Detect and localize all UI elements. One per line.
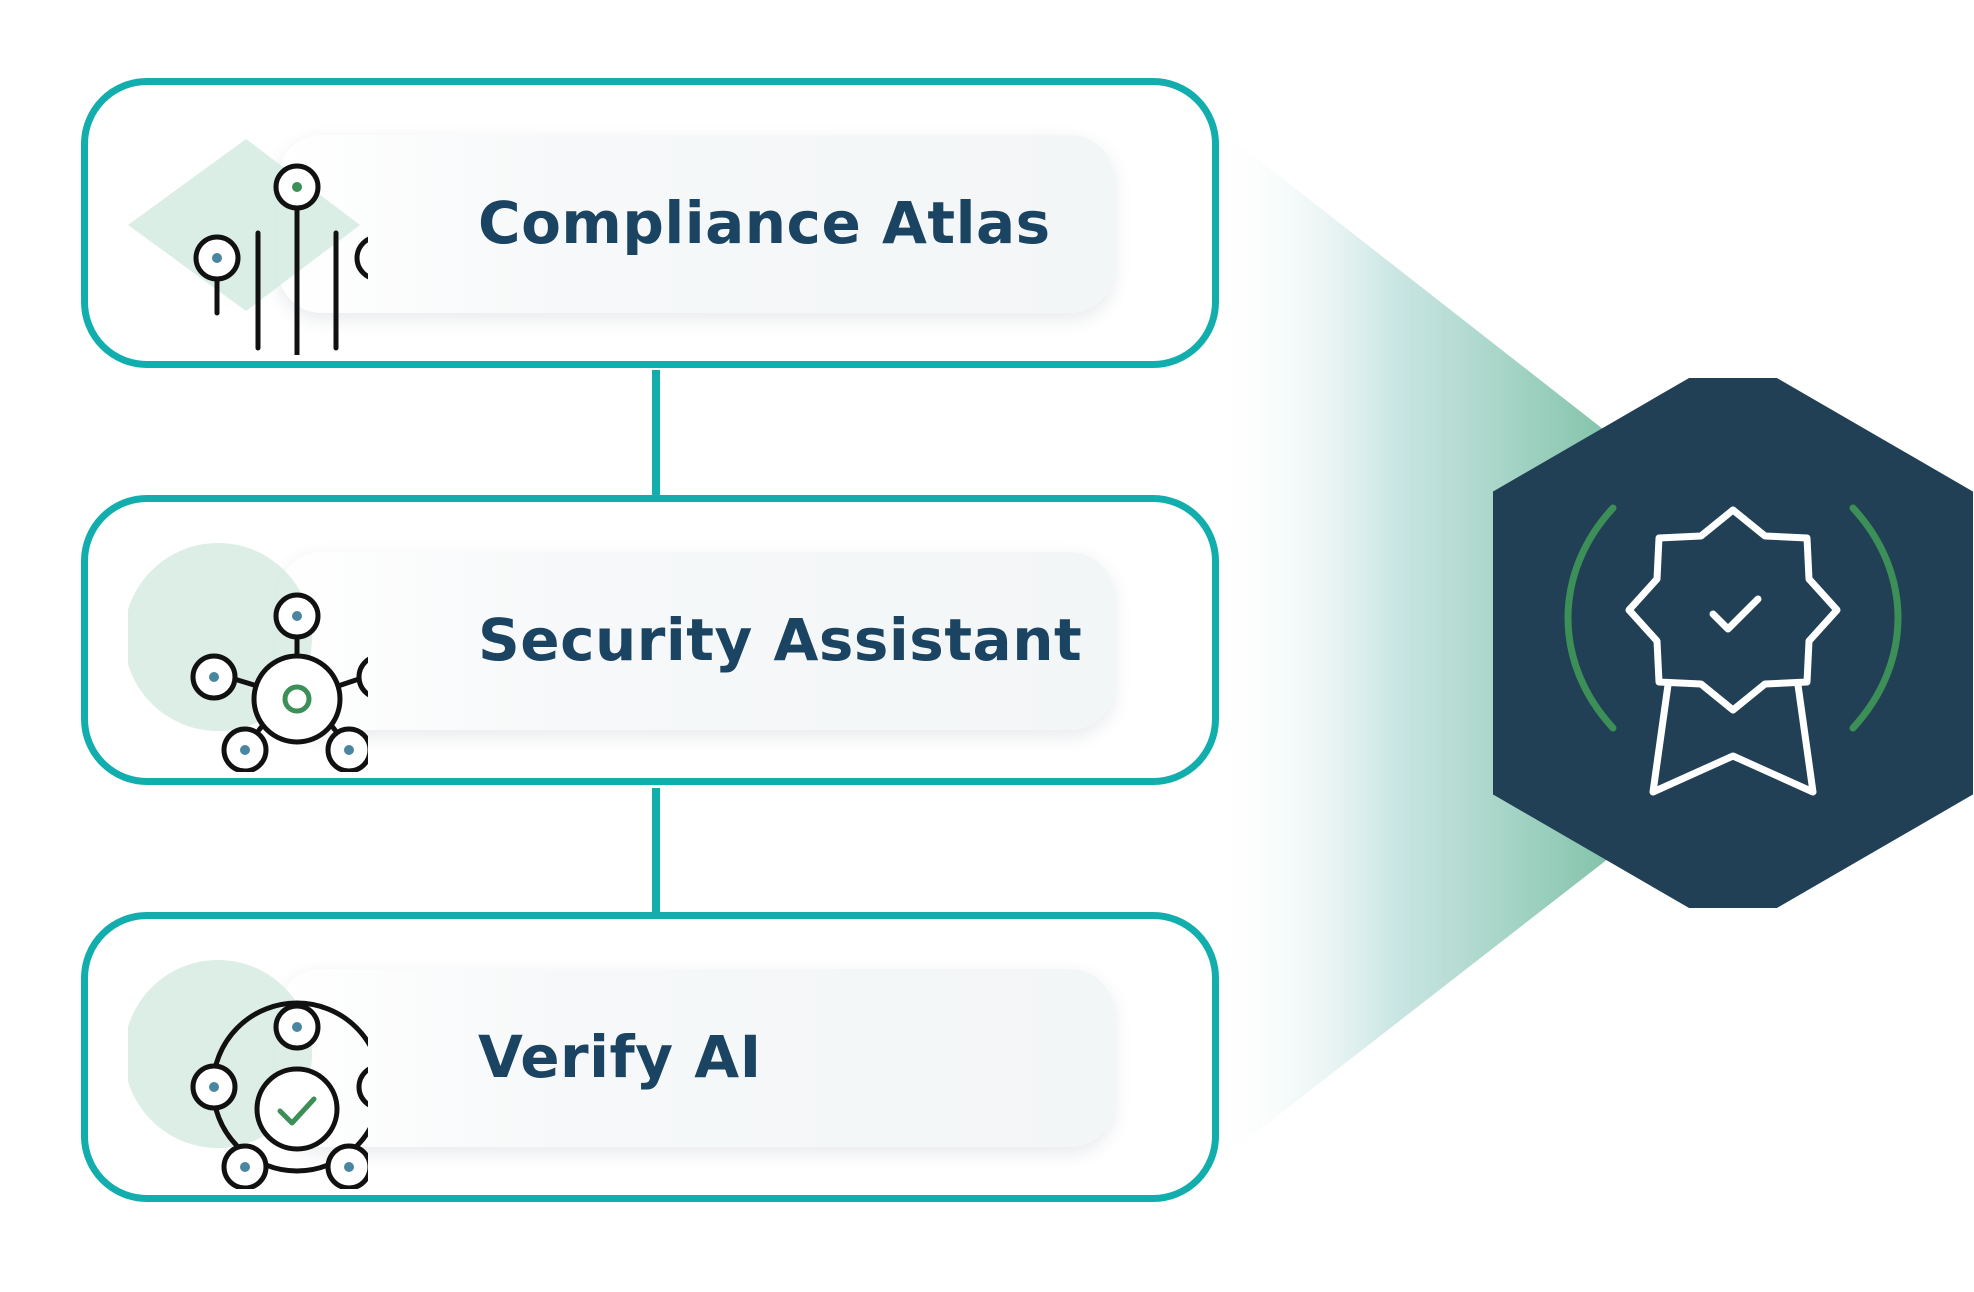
network-hub-icon — [128, 543, 368, 772]
award-ribbon-check-icon — [1493, 378, 1973, 908]
connector-line-top — [652, 370, 660, 496]
card-title: Verify AI — [478, 1023, 762, 1091]
card-compliance-atlas[interactable]: Compliance Atlas — [81, 78, 1219, 368]
card-security-assistant[interactable]: Security Assistant — [81, 495, 1219, 785]
card-title: Security Assistant — [478, 606, 1083, 674]
verified-network-icon — [128, 960, 368, 1189]
card-title: Compliance Atlas — [478, 189, 1051, 257]
search-pins-icon — [128, 139, 368, 355]
card-label-panel — [278, 135, 1114, 313]
connector-line-bottom — [652, 788, 660, 914]
card-label-panel — [278, 552, 1114, 730]
card-label-panel — [278, 969, 1114, 1147]
card-verify-ai[interactable]: Verify AI — [81, 912, 1219, 1202]
